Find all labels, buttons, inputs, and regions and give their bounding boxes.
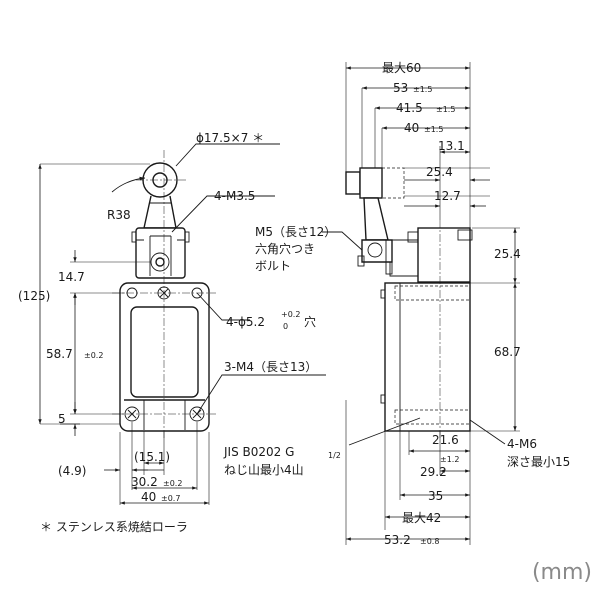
dim-25-4-top: 25.4: [426, 165, 453, 179]
dim-68-7: 68.7: [494, 345, 521, 359]
side-body: [380, 282, 471, 432]
hole-tol-lower: 0: [283, 322, 288, 331]
conduit-frac: 1/2: [328, 451, 341, 460]
mount-label: 3-M4（長さ13）: [224, 360, 317, 374]
height-total: (125): [18, 289, 50, 303]
hole-suffix: 穴: [304, 314, 316, 329]
side-head: [389, 227, 473, 283]
dim-13-1: 13.1: [438, 139, 465, 153]
side-lever: [345, 167, 405, 275]
tol-15-a: ±1.5: [413, 85, 432, 94]
conduit-line1: JIS B0202 G: [223, 445, 294, 459]
hole-tol-upper: +0.2: [281, 310, 300, 319]
tol-08: ±0.8: [420, 537, 439, 546]
roller-dim: ϕ17.5×7 ＊: [196, 131, 264, 145]
dim-21-6: 21.6: [432, 433, 459, 447]
dim-29-2: 29.2: [420, 465, 447, 479]
dim-41-5: 41.5: [396, 101, 423, 115]
width-40: 40: [141, 490, 156, 504]
bolt-line3: ボルト: [255, 259, 291, 273]
width-15-1: (15.1): [134, 450, 170, 464]
width-4-9: (4.9): [58, 464, 86, 478]
tol-15-c: ±1.5: [424, 125, 443, 134]
tol-02-front: ±0.2: [84, 351, 103, 360]
unit-note: (mm): [531, 560, 592, 585]
tol-15-b: ±1.5: [436, 105, 455, 114]
bolt-line1: M5（長さ12）: [255, 225, 336, 239]
radius-label: R38: [107, 208, 131, 222]
width-30-2: 30.2: [131, 475, 158, 489]
actuator-head: [131, 227, 190, 279]
tol-02-width: ±0.2: [163, 479, 182, 488]
dim-max-42: 最大42: [402, 511, 441, 525]
m6-line1: 4-M6: [507, 437, 537, 451]
footnote: ＊ ステンレス系焼結ローラ: [40, 520, 188, 534]
hole-dim: 4-ϕ5.2: [226, 315, 265, 329]
dim-35: 35: [428, 489, 443, 503]
dim-25-4-side: 25.4: [494, 247, 521, 261]
dim-max-60: 最大60: [382, 61, 421, 75]
m6-line2: 深さ最小15: [507, 455, 570, 469]
tol-12: ±1.2: [440, 455, 459, 464]
height-5: 5: [58, 412, 66, 426]
lever-arm: [142, 162, 178, 229]
switch-body: [119, 282, 210, 432]
conduit-line2: ねじ山最小4山: [224, 463, 304, 477]
side-view: 最大60 53 ±1.5 41.5 ±1.5 40 ±1.5 13.1 25.4…: [223, 61, 570, 547]
screw-label: 4-M3.5: [214, 189, 255, 203]
dim-40: 40: [404, 121, 419, 135]
height-58-7: 58.7: [46, 347, 73, 361]
tol-07: ±0.7: [161, 494, 180, 503]
dim-12-7: 12.7: [434, 189, 461, 203]
front-view: ϕ17.5×7 ＊ R38 4-M3.5 (125) 14.7 4-ϕ5.2 +…: [18, 131, 326, 505]
height-14-7: 14.7: [58, 270, 85, 284]
dim-53-2: 53.2: [384, 533, 411, 547]
bolt-line2: 六角穴つき: [255, 241, 315, 256]
dim-53: 53: [393, 81, 408, 95]
